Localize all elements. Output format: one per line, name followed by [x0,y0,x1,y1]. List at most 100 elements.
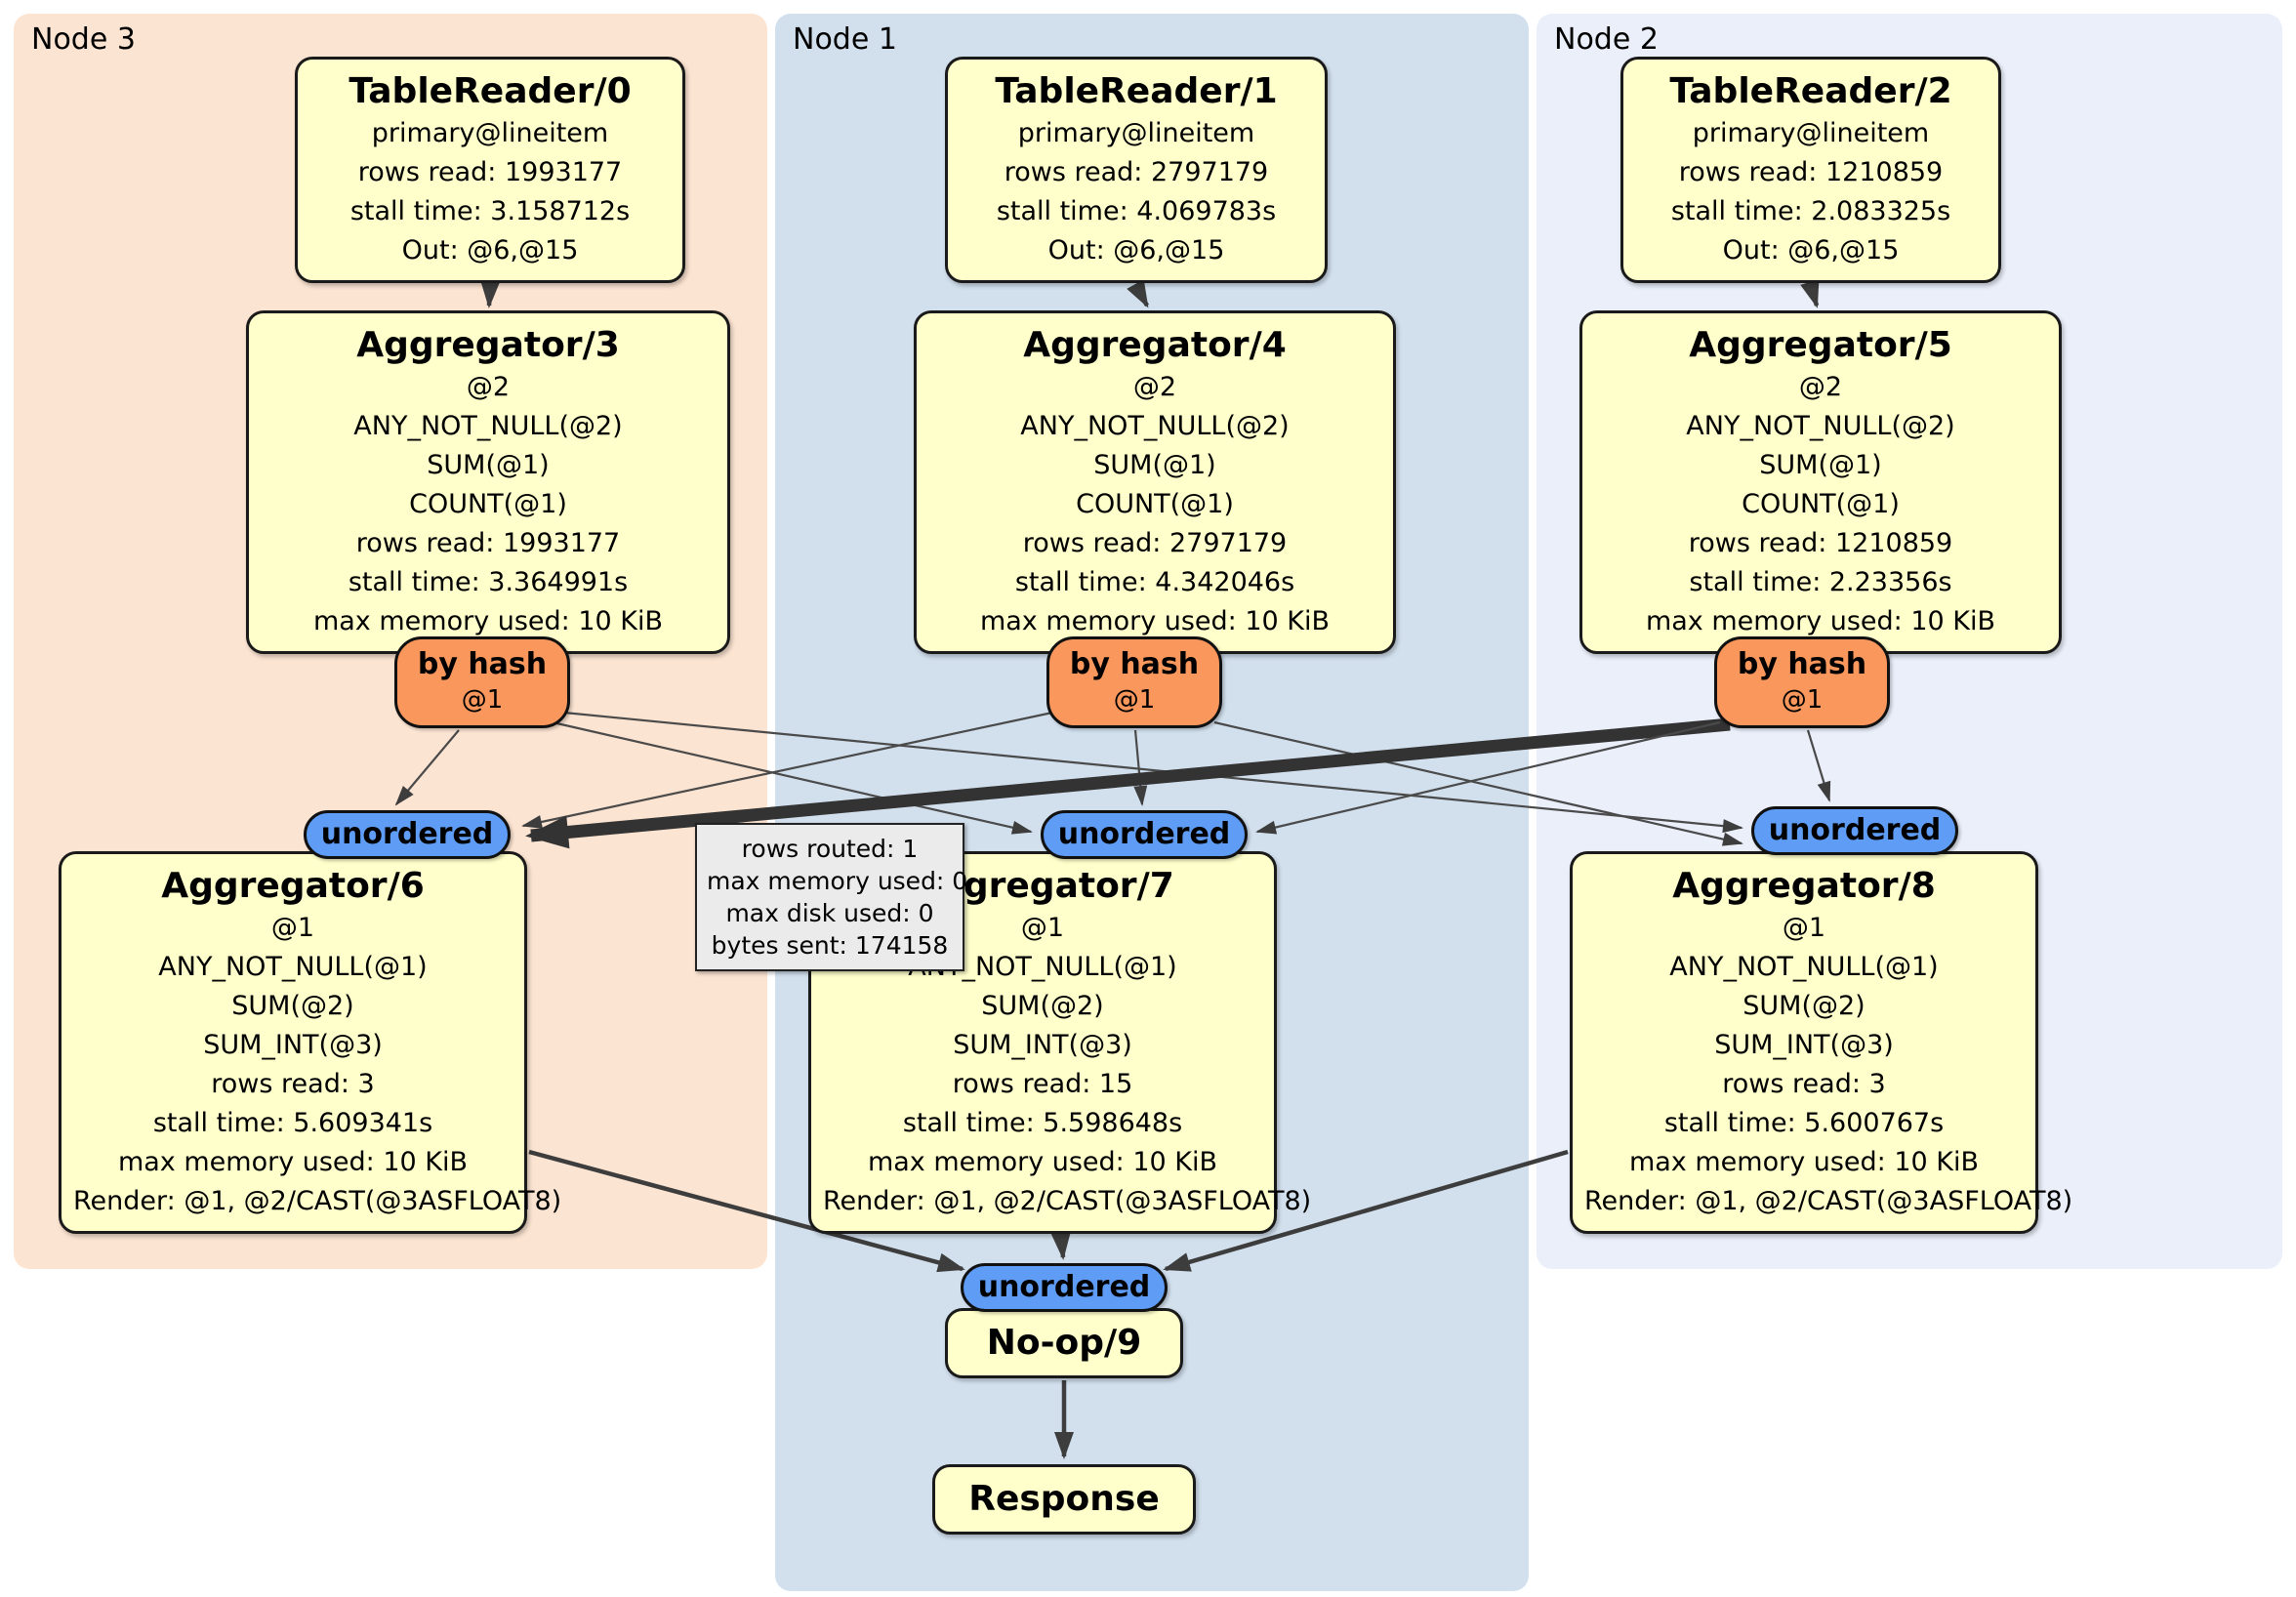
by-hash-router-node2-key: @1 [1781,685,1824,715]
unordered-sync-node1[interactable]: unordered [1041,810,1248,859]
tooltip-rows-routed: rows routed: 1 [741,835,919,863]
aggregator-4-sum: SUM(@1) [1093,450,1216,480]
unordered-sync-node3[interactable]: unordered [304,810,511,859]
aggregator-8-title: Aggregator/8 [1672,866,1936,906]
aggregator-4-box[interactable]: Aggregator/4 @2 ANY_NOT_NULL(@2) SUM(@1)… [914,310,1396,654]
tablereader-2-rows-read: rows read: 1210859 [1678,157,1944,187]
edge-byhash5-unordered4 [1255,720,1721,835]
tablereader-2-box[interactable]: TableReader/2 primary@lineitem rows read… [1620,57,2001,283]
by-hash-router-node2[interactable]: by hash @1 [1714,636,1890,728]
aggregator-3-box[interactable]: Aggregator/3 @2 ANY_NOT_NULL(@2) SUM(@1)… [246,310,730,654]
by-hash-router-node3[interactable]: by hash @1 [394,636,570,728]
tablereader-1-box[interactable]: TableReader/1 primary@lineitem rows read… [945,57,1328,283]
node3-label: Node 3 [31,22,136,57]
tablereader-1-stall-time: stall time: 4.069783s [996,196,1277,226]
aggregator-5-stall-time: stall time: 2.23356s [1689,567,1952,597]
tablereader-1-title: TableReader/1 [995,71,1278,111]
by-hash-router-node3-label: by hash [417,647,548,681]
tooltip-bytes-sent: bytes sent: 174158 [711,931,949,960]
aggregator-6-sum: SUM(@2) [231,991,354,1021]
aggregator-6-sum-int: SUM_INT(@3) [203,1030,383,1060]
stream-stats-tooltip: rows routed: 1 max memory used: 0 max di… [695,823,967,971]
edge-byhash3-unordered5 [563,711,1743,834]
by-hash-router-node3-key: @1 [461,685,504,715]
tablereader-0-box[interactable]: TableReader/0 primary@lineitem rows read… [295,57,685,283]
tablereader-2-index: primary@lineitem [1692,118,1930,148]
edge-byhash3-unordered3 [394,729,460,806]
tablereader-0-index: primary@lineitem [371,118,609,148]
aggregator-6-title: Aggregator/6 [161,866,425,906]
aggregator-4-groupcol: @2 [1132,372,1177,402]
response-title: Response [968,1479,1160,1519]
aggregator-5-rows-read: rows read: 1210859 [1688,528,1953,558]
aggregator-4-stall-time: stall time: 4.342046s [1014,567,1295,597]
aggregator-4-title: Aggregator/4 [1023,325,1287,365]
by-hash-router-node2-label: by hash [1737,647,1867,681]
aggregator-3-title: Aggregator/3 [356,325,620,365]
edge-agg8-unordered-final [1163,1149,1569,1272]
aggregator-3-rows-read: rows read: 1993177 [355,528,621,558]
tablereader-0-rows-read: rows read: 1993177 [357,157,623,187]
edge-tr1-agg4 [1127,279,1149,308]
aggregator-3-max-memory: max memory used: 10 KiB [312,606,664,636]
aggregator-5-groupcol: @2 [1798,372,1843,402]
aggregator-8-stall-time: stall time: 5.600767s [1663,1108,1945,1138]
aggregator-6-box[interactable]: Aggregator/6 @1 ANY_NOT_NULL(@1) SUM(@2)… [59,851,561,1234]
aggregator-8-groupcol: @1 [1782,913,1826,943]
aggregator-8-sum-int: SUM_INT(@3) [1714,1030,1894,1060]
tablereader-0-title: TableReader/0 [348,71,632,111]
aggregator-8-render: Render: @1, @2/CAST(@3ASFLOAT8) [1584,1186,2073,1216]
aggregator-7-render: Render: @1, @2/CAST(@3ASFLOAT8) [823,1186,1312,1216]
tablereader-2-stall-time: stall time: 2.083325s [1670,196,1951,226]
tablereader-0-out: Out: @6,@15 [401,235,579,266]
aggregator-5-sum: SUM(@1) [1759,450,1882,480]
aggregator-7-groupcol: @1 [1020,913,1065,943]
aggregator-8-rows-read: rows read: 3 [1722,1069,1886,1099]
edge-byhash5-unordered3 [525,717,1731,849]
tablereader-2-out: Out: @6,@15 [1722,235,1900,266]
aggregator-6-max-memory: max memory used: 10 KiB [117,1147,469,1177]
aggregator-3-any-not-null: ANY_NOT_NULL(@2) [353,411,623,441]
aggregator-5-title: Aggregator/5 [1689,325,1952,365]
aggregator-3-stall-time: stall time: 3.364991s [348,567,629,597]
aggregator-7-stall-time: stall time: 5.598648s [902,1108,1183,1138]
aggregator-5-count: COUNT(@1) [1742,489,1900,519]
by-hash-router-node1-label: by hash [1069,647,1200,681]
aggregator-8-max-memory: max memory used: 10 KiB [1628,1147,1980,1177]
noop-9-box[interactable]: No-op/9 [945,1308,1183,1378]
aggregator-7-max-memory: max memory used: 10 KiB [867,1147,1218,1177]
response-box[interactable]: Response [932,1464,1196,1535]
aggregator-6-groupcol: @1 [270,913,315,943]
aggregator-7-rows-read: rows read: 15 [952,1069,1133,1099]
aggregator-4-any-not-null: ANY_NOT_NULL(@2) [1020,411,1290,441]
aggregator-4-count: COUNT(@1) [1076,489,1234,519]
tooltip-max-disk: max disk used: 0 [725,899,934,927]
edge-byhash4-unordered4 [1133,729,1148,806]
by-hash-router-node1[interactable]: by hash @1 [1046,636,1222,728]
aggregator-3-sum: SUM(@1) [427,450,550,480]
unordered-sync-final[interactable]: unordered [961,1263,1168,1312]
edge-byhash4-unordered5 [1213,720,1743,846]
tablereader-1-index: primary@lineitem [1017,118,1255,148]
aggregator-7-sum-int: SUM_INT(@3) [953,1030,1132,1060]
aggregator-4-rows-read: rows read: 2797179 [1022,528,1288,558]
node2-label: Node 2 [1554,22,1659,57]
edge-agg6-unordered-final [528,1149,965,1273]
tablereader-0-stall-time: stall time: 3.158712s [349,196,631,226]
aggregator-4-max-memory: max memory used: 10 KiB [979,606,1331,636]
aggregator-6-rows-read: rows read: 3 [211,1069,375,1099]
node1-label: Node 1 [793,22,897,57]
edge-tr2-agg5 [1800,279,1820,308]
edge-agg7-unordered-final [1050,1232,1071,1260]
aggregator-8-sum: SUM(@2) [1742,991,1866,1021]
aggregator-5-any-not-null: ANY_NOT_NULL(@2) [1686,411,1955,441]
edge-tr0-agg3 [480,280,501,308]
edge-byhash5-unordered5 [1806,729,1831,802]
aggregator-8-any-not-null: ANY_NOT_NULL(@1) [1669,952,1939,982]
edge-byhash3-unordered4 [552,720,1033,835]
aggregator-8-box[interactable]: Aggregator/8 @1 ANY_NOT_NULL(@1) SUM(@2)… [1570,851,2073,1234]
unordered-sync-node2[interactable]: unordered [1751,806,1958,855]
aggregator-5-box[interactable]: Aggregator/5 @2 ANY_NOT_NULL(@2) SUM(@1)… [1579,310,2062,654]
tablereader-1-rows-read: rows read: 2797179 [1004,157,1269,187]
